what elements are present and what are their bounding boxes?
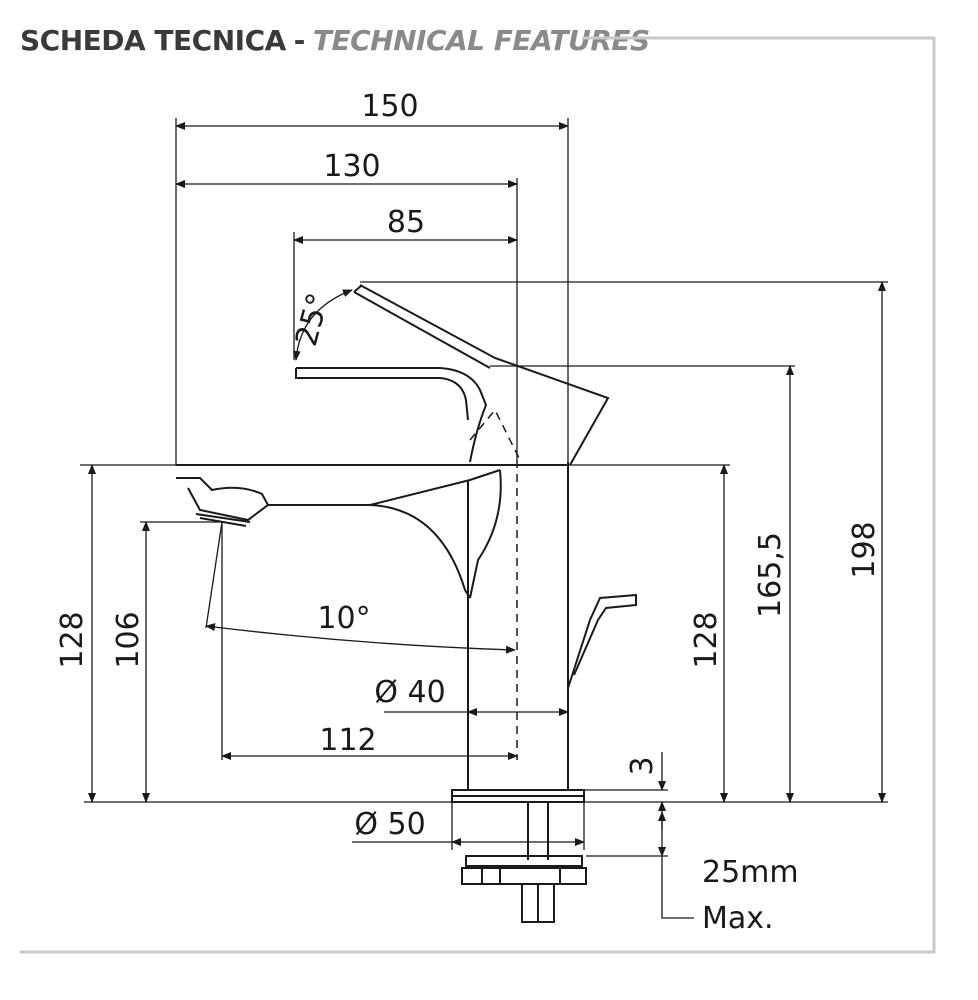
dim-arc-10 <box>205 623 516 654</box>
frame <box>20 36 936 954</box>
dimension-labels: 150 130 85 25° 198 165,5 128 106 128 10°… <box>55 89 882 936</box>
label-150: 150 <box>361 89 418 124</box>
dimension-lines <box>88 122 886 919</box>
label-128-right: 128 <box>689 611 724 668</box>
label-10-deg: 10° <box>317 601 370 636</box>
label-25-deg: 25° <box>289 289 337 349</box>
label-3: 3 <box>625 756 660 775</box>
hidden-lines <box>469 408 521 760</box>
label-165-5: 165,5 <box>753 532 788 618</box>
label-198: 198 <box>847 521 882 578</box>
label-max: Max. <box>702 901 774 936</box>
title-main: SCHEDA TECNICA <box>20 23 286 57</box>
page-header: SCHEDA TECNICA - TECHNICAL FEATURES <box>20 18 650 62</box>
label-106: 106 <box>111 611 146 668</box>
title-separator: - <box>293 23 306 57</box>
faucet-outline <box>176 284 637 923</box>
extension-lines <box>80 118 888 857</box>
label-85: 85 <box>387 205 425 240</box>
label-130: 130 <box>323 149 380 184</box>
label-128-left: 128 <box>55 611 90 668</box>
label-diam-40: Ø 40 <box>374 675 445 710</box>
dim-arc-25 <box>292 289 353 361</box>
label-25mm: 25mm <box>702 855 799 890</box>
label-diam-50: Ø 50 <box>354 807 425 842</box>
title-sub: TECHNICAL FEATURES <box>312 23 650 57</box>
label-112: 112 <box>319 723 376 758</box>
